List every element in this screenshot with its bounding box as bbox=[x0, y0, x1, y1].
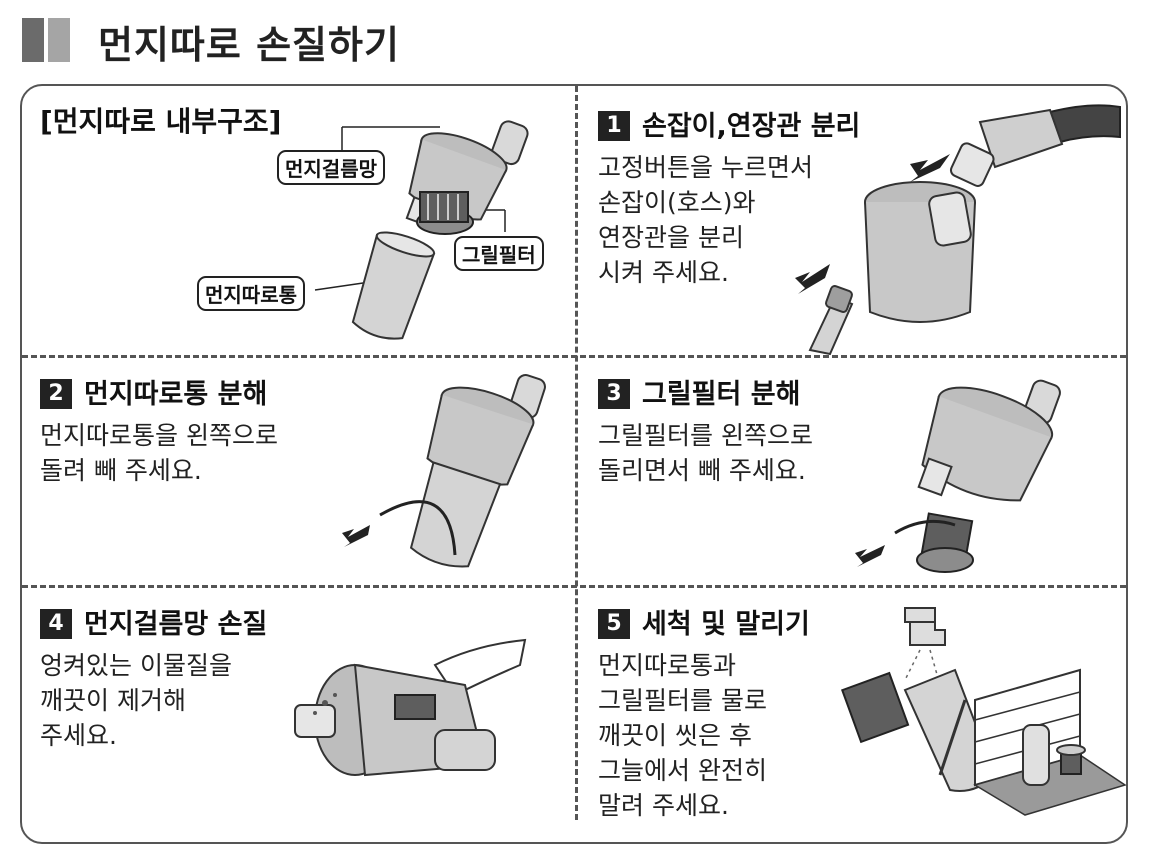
step-4-text: 엉켜있는 이물질을 깨끗이 제거해 주세요. bbox=[40, 651, 232, 750]
step-5-title: 5 세척 및 말리기 bbox=[598, 602, 810, 641]
step-1-number: 1 bbox=[598, 111, 630, 141]
structure-title: [먼지따로 내부구조] bbox=[40, 105, 282, 138]
page-header: 먼지따로 손질하기 bbox=[0, 0, 1150, 80]
column-divider bbox=[575, 86, 578, 820]
step-2-illustration bbox=[342, 374, 546, 568]
step-5-text: 먼지따로통과 그릴필터를 물로 깨끗이 씻은 후 그늘에서 완전히 말려 주세요… bbox=[598, 651, 767, 820]
step-3-text: 그릴필터를 왼쪽으로 돌리면서 빼 주세요. bbox=[598, 421, 813, 485]
step-4-title: 4 먼지걸름망 손질 bbox=[40, 602, 267, 641]
step-2-text: 먼지따로통을 왼쪽으로 돌려 빼 주세요. bbox=[40, 421, 278, 485]
step-1-illustration bbox=[795, 104, 1121, 356]
step-3-number: 3 bbox=[598, 379, 630, 409]
step-2-heading: 먼지따로통 분해 bbox=[84, 379, 268, 410]
step-1-title: 1 손잡이,연장관 분리 bbox=[598, 104, 860, 143]
callout-filter-mesh: 먼지걸름망 bbox=[277, 150, 385, 185]
step-4-heading: 먼지걸름망 손질 bbox=[84, 609, 268, 640]
step-5-heading: 세척 및 말리기 bbox=[642, 609, 810, 640]
step-3-title: 3 그릴필터 분해 bbox=[598, 372, 800, 411]
step-3-illustration bbox=[855, 379, 1061, 573]
callout-grill-filter: 그릴필터 bbox=[454, 236, 544, 271]
step-2-number: 2 bbox=[40, 379, 72, 409]
step-3-heading: 그릴필터 분해 bbox=[642, 379, 801, 410]
row-divider-2 bbox=[22, 585, 1126, 588]
header-bar-dark bbox=[22, 18, 44, 62]
step-4-illustration bbox=[294, 638, 527, 777]
step-5-illustration bbox=[840, 607, 1127, 816]
structure-illustration bbox=[314, 120, 529, 340]
step-1-text: 고정버튼을 누르면서 손잡이(호스)와 연장관을 분리 시켜 주세요. bbox=[598, 153, 813, 287]
callout-dust-bin: 먼지따로통 bbox=[197, 276, 305, 311]
row-divider-1 bbox=[22, 355, 1126, 358]
step-5-number: 5 bbox=[598, 609, 630, 639]
step-2-title: 2 먼지따로통 분해 bbox=[40, 372, 267, 411]
step-1-heading: 손잡이,연장관 분리 bbox=[642, 111, 861, 142]
step-4-number: 4 bbox=[40, 609, 72, 639]
page-title: 먼지따로 손질하기 bbox=[98, 23, 400, 67]
header-bar-light bbox=[48, 18, 70, 62]
